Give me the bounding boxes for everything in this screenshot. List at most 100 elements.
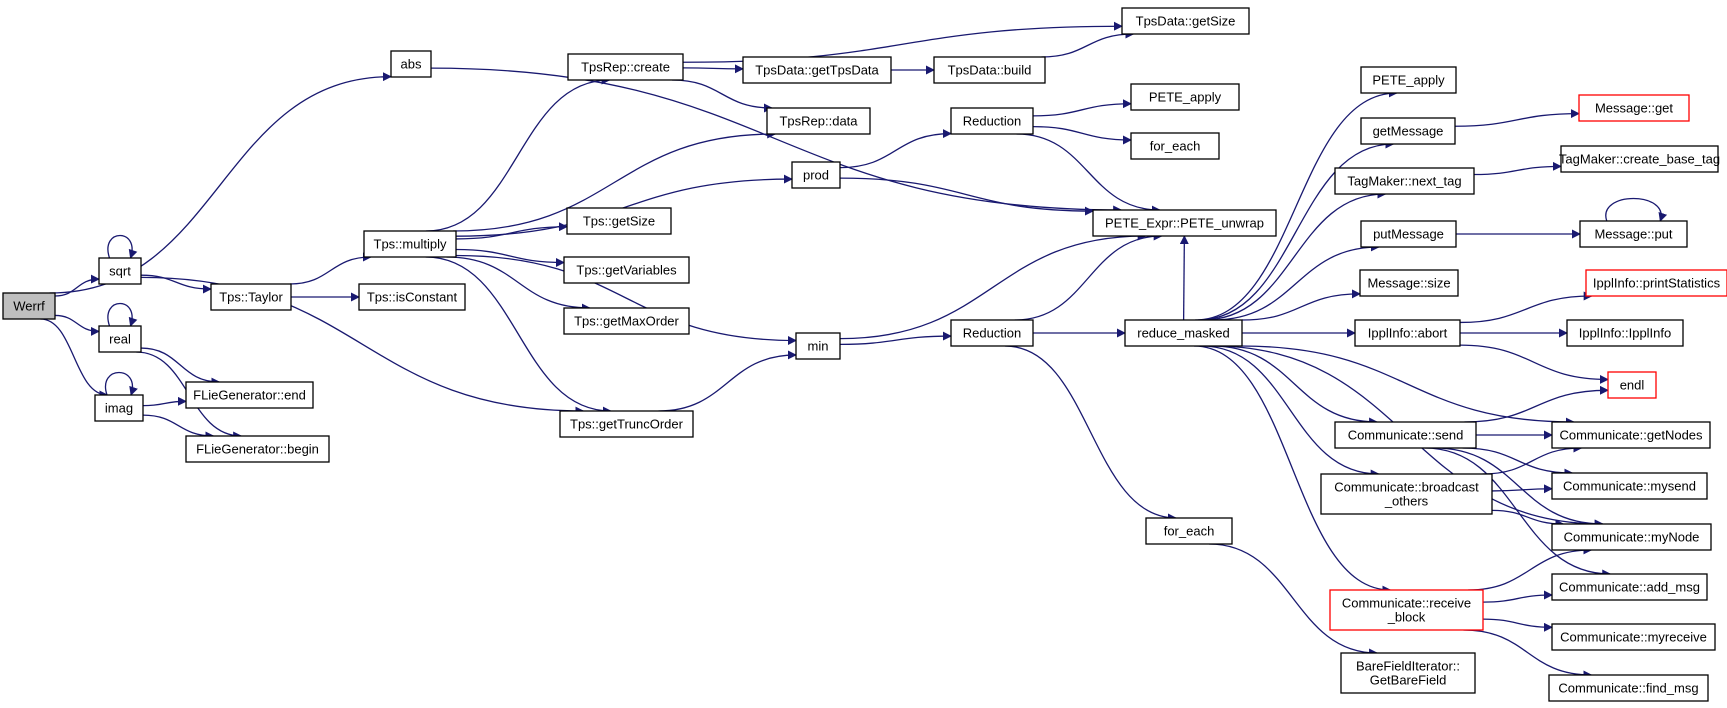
node-box — [1334, 167, 1475, 195]
edge-path — [455, 248, 565, 267]
call-edge-imag-to-flie-begin — [142, 414, 215, 441]
node-communicate-addmsg[interactable]: Communicate::add_msg — [1551, 573, 1708, 601]
node-tpsrep-data[interactable]: TpsRep::data — [766, 107, 871, 135]
call-edge-tps-gettruncorder-to-min — [658, 350, 797, 412]
node-tps-getmaxorder[interactable]: Tps::getMaxOrder — [563, 307, 690, 335]
call-edge-tpsrep-create-to-tpsrep-data — [671, 79, 773, 113]
node-getmessage[interactable]: getMessage — [1360, 117, 1456, 145]
node-communicate-myreceive[interactable]: Communicate::myreceive — [1551, 623, 1716, 651]
node-tpsdata-gettpsdata[interactable]: TpsData::getTpsData — [742, 56, 892, 84]
node-communicate-getnodes[interactable]: Communicate::getNodes — [1551, 421, 1711, 449]
node-box — [1579, 220, 1688, 248]
node-reduce-masked[interactable]: reduce_masked — [1124, 319, 1243, 347]
call-edge-reduce-masked-to-communicate-getnodes — [1240, 345, 1575, 427]
node-label: TpsRep::create — [581, 60, 670, 75]
node-flie-begin[interactable]: FLieGenerator::begin — [185, 435, 330, 463]
node-real[interactable]: real — [98, 325, 142, 353]
node-message-size[interactable]: Message::size — [1359, 269, 1459, 297]
node-box — [1124, 319, 1243, 347]
call-edge-communicate-receive-to-communicate-myreceive — [1482, 618, 1553, 632]
edge-path — [455, 254, 797, 345]
edge-path — [455, 222, 568, 240]
node-label: TpsData::build — [948, 63, 1032, 78]
call-edge-real-to-real — [107, 303, 138, 327]
node-tps-taylor[interactable]: Tps::Taylor — [210, 283, 292, 311]
node-barefielditerator[interactable]: BareFieldIterator::GetBareField — [1340, 652, 1476, 694]
node-for-each-2[interactable]: for_each — [1145, 517, 1233, 545]
node-label: Communicate::mysend — [1563, 479, 1696, 494]
node-box — [1329, 589, 1484, 631]
node-tps-isconstant[interactable]: Tps::isConstant — [358, 283, 466, 311]
node-label: IpplInfo::abort — [1368, 326, 1448, 341]
node-label: GetBareField — [1370, 673, 1447, 688]
node-reduction-1[interactable]: Reduction — [950, 107, 1034, 135]
node-label: Communicate::broadcast — [1334, 480, 1479, 495]
node-communicate-send[interactable]: Communicate::send — [1334, 421, 1477, 449]
call-edge-real-to-flie-end — [140, 347, 221, 387]
edge-path — [1211, 345, 1379, 427]
call-edge-reduce-masked-to-communicate-receive — [1193, 345, 1392, 595]
node-tps-gettruncorder[interactable]: Tps::getTruncOrder — [559, 410, 694, 438]
node-box — [563, 256, 690, 284]
edge-path — [1197, 139, 1395, 321]
node-sqrt[interactable]: sqrt — [98, 257, 142, 285]
node-communicate-broadcast[interactable]: Communicate::broadcast_others — [1320, 473, 1493, 515]
node-label: TpsData::getTpsData — [755, 63, 879, 78]
node-tpsdata-getsize[interactable]: TpsData::getSize — [1121, 7, 1250, 35]
node-werrf[interactable]: Werrf — [2, 292, 56, 320]
edge-path — [1240, 345, 1575, 427]
node-communicate-findmsg[interactable]: Communicate::find_msg — [1548, 674, 1709, 702]
node-box — [1145, 517, 1233, 545]
node-ipplinfo-ipplinfo[interactable]: IpplInfo::IpplInfo — [1566, 319, 1684, 347]
node-box — [950, 107, 1034, 135]
call-edge-message-put-to-message-put — [1605, 197, 1668, 222]
node-pete-apply-1[interactable]: PETE_apply — [1130, 83, 1240, 111]
node-label: Communicate::myreceive — [1560, 630, 1707, 645]
node-tpsrep-create[interactable]: TpsRep::create — [567, 53, 684, 81]
node-imag[interactable]: imag — [94, 394, 144, 422]
node-label: TagMaker::create_base_tag — [1559, 152, 1720, 167]
node-label: _others — [1384, 494, 1429, 509]
node-box — [1130, 83, 1240, 111]
node-prod[interactable]: prod — [791, 161, 841, 189]
node-tps-getvariables[interactable]: Tps::getVariables — [563, 256, 690, 284]
node-abs[interactable]: abs — [390, 50, 432, 78]
node-reduction-2[interactable]: Reduction — [950, 319, 1034, 347]
node-box — [1551, 421, 1711, 449]
node-tagmaker-nexttag[interactable]: TagMaker::next_tag — [1334, 167, 1475, 195]
node-tps-getsize[interactable]: Tps::getSize — [566, 207, 672, 235]
node-for-each-1[interactable]: for_each — [1130, 132, 1220, 160]
node-label: Tps::getVariables — [576, 263, 677, 278]
node-message-get[interactable]: Message::get — [1578, 94, 1690, 122]
node-communicate-mysend[interactable]: Communicate::mysend — [1551, 472, 1708, 500]
node-box — [566, 207, 672, 235]
node-pete-apply-2[interactable]: PETE_apply — [1360, 66, 1457, 94]
node-box — [1585, 269, 1727, 297]
node-min[interactable]: min — [795, 332, 841, 360]
node-tpsdata-build[interactable]: TpsData::build — [933, 56, 1046, 84]
node-ipplinfo-printstatistics[interactable]: IpplInfo::printStatistics — [1585, 269, 1727, 297]
node-label: endl — [1620, 378, 1645, 393]
call-edge-ipplinfo-abort-to-ipplinfo-printstatistics — [1459, 291, 1593, 324]
node-tps-multiply[interactable]: Tps::multiply — [363, 230, 457, 258]
edge-path — [658, 350, 797, 412]
call-edge-communicate-send-to-communicate-mynode — [1434, 447, 1604, 529]
node-communicate-mynode[interactable]: Communicate::myNode — [1551, 523, 1712, 551]
node-flie-end[interactable]: FLieGenerator::end — [185, 381, 314, 409]
node-putmessage[interactable]: putMessage — [1360, 220, 1457, 248]
node-box — [1551, 623, 1716, 651]
call-edge-reduction-1-to-pete-unwrap — [1016, 133, 1161, 215]
node-ipplinfo-abort[interactable]: IpplInfo::abort — [1354, 319, 1461, 347]
node-communicate-receive[interactable]: Communicate::receive_block — [1329, 589, 1484, 631]
node-box — [2, 292, 56, 320]
node-label: abs — [401, 57, 422, 72]
edge-path — [682, 64, 744, 74]
node-pete-unwrap[interactable]: PETE_Expr::PETE_unwrap — [1092, 209, 1277, 237]
node-tagmaker-createbasetag[interactable]: TagMaker::create_base_tag — [1559, 145, 1720, 173]
edge-path — [142, 396, 187, 407]
node-message-put[interactable]: Message::put — [1579, 220, 1688, 248]
call-edge-werrf-to-real — [54, 314, 100, 336]
edge-path — [140, 274, 212, 294]
node-endl[interactable]: endl — [1607, 371, 1657, 399]
call-edge-reduction-2-to-for-each-2 — [1004, 345, 1177, 523]
